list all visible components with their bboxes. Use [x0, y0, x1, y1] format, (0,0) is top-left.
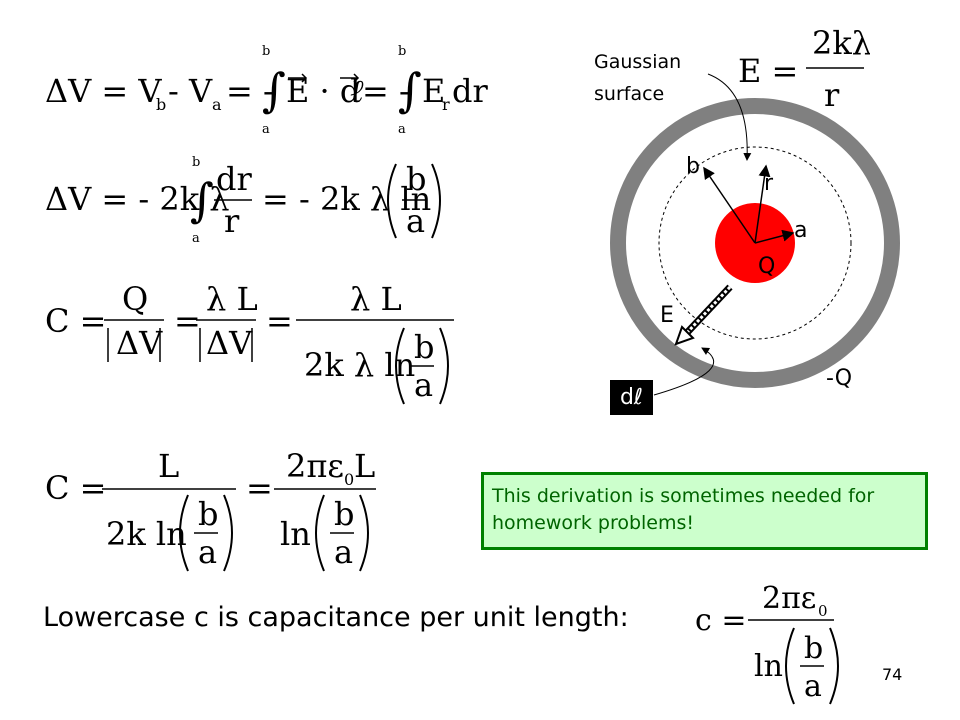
svg-text:r: r: [442, 95, 450, 114]
outer-shell: [610, 98, 900, 388]
svg-text:=: =: [174, 302, 201, 340]
label-e: E: [660, 303, 674, 328]
svg-text:2πε: 2πε: [286, 447, 344, 485]
svg-text:∫: ∫: [190, 173, 214, 227]
svg-text:∫: ∫: [262, 63, 286, 117]
svg-text:b: b: [414, 328, 434, 366]
svg-text:ln: ln: [280, 515, 311, 553]
svg-text:dr: dr: [452, 72, 488, 110]
field-equation: E = 2kλ r: [738, 24, 870, 114]
page-number: 74: [882, 665, 903, 684]
svg-text:a: a: [406, 202, 425, 240]
svg-text:ΔV: ΔV: [206, 324, 253, 362]
svg-text:∫: ∫: [398, 63, 422, 117]
label-r: r: [764, 171, 774, 196]
svg-text:a: a: [414, 366, 433, 404]
capacitance-equation-2: C = L 2k ln = 2πε 0 L ln b a b a: [45, 447, 376, 572]
svg-text:ΔV: ΔV: [116, 324, 163, 362]
svg-text:a: a: [398, 122, 406, 135]
svg-text:b: b: [406, 160, 426, 198]
svg-text:r: r: [224, 202, 240, 240]
svg-text:a: a: [804, 669, 822, 704]
svg-text:ΔV = - 2k λ: ΔV = - 2k λ: [45, 180, 230, 218]
label-b: b: [686, 154, 700, 179]
svg-text:ln: ln: [754, 649, 783, 684]
svg-text:L: L: [354, 447, 375, 485]
svg-text:a: a: [334, 533, 353, 571]
svg-text:b: b: [156, 95, 166, 114]
gaussian-surface: [658, 146, 852, 340]
svg-text:0: 0: [344, 470, 354, 489]
per-length-equation: c = 2πε 0 ln b a: [695, 581, 839, 705]
svg-text:L: L: [158, 447, 179, 485]
svg-text:- V: - V: [168, 72, 213, 110]
svg-text:b: b: [192, 155, 200, 170]
svg-text:b: b: [398, 44, 406, 59]
svg-text:a: a: [198, 533, 217, 571]
svg-text:2πε: 2πε: [762, 581, 816, 616]
svg-text:2k ln: 2k ln: [106, 515, 187, 553]
svg-text:b: b: [334, 495, 354, 533]
svg-text:= -: = -: [226, 72, 274, 110]
svg-text:E =: E =: [738, 52, 798, 90]
homework-note: This derivation is sometimes needed for …: [481, 472, 928, 550]
svg-text:= - 2k λ ln: = - 2k λ ln: [262, 180, 431, 218]
svg-text:b: b: [804, 631, 823, 666]
delta-v-integral-equation: ΔV = V b - V a = - ∫ b a E · d ℓ = - ∫ b…: [45, 44, 488, 135]
svg-text:C =: C =: [45, 469, 106, 507]
capacitance-equation-1: C = Q ΔV = λ L ΔV = λ L 2k λ ln b a: [45, 282, 454, 405]
svg-text:E: E: [422, 72, 445, 110]
label-neg-q: -Q: [826, 366, 852, 391]
svg-text:c =: c =: [695, 603, 746, 638]
bottom-text: Lowercase c is capacitance per unit leng…: [43, 602, 629, 633]
svg-text:2k λ ln: 2k λ ln: [304, 346, 415, 384]
svg-text:ΔV = V: ΔV = V: [45, 72, 162, 110]
svg-text:a: a: [192, 231, 200, 246]
svg-text:b: b: [198, 495, 218, 533]
svg-text:Q: Q: [122, 282, 148, 318]
svg-text:= -: = -: [362, 72, 410, 110]
label-q: Q: [758, 254, 775, 279]
label-a: a: [794, 218, 807, 243]
svg-text:b: b: [262, 44, 270, 59]
svg-text:dr: dr: [216, 160, 252, 198]
cylinder-diagram: Gaussian surface b r a Q E -Q: [594, 51, 900, 396]
svg-text:a: a: [262, 122, 270, 135]
svg-text:a: a: [212, 95, 222, 114]
svg-text:2kλ: 2kλ: [812, 24, 870, 62]
svg-text:r: r: [824, 76, 840, 114]
gaussian-label-1: Gaussian: [594, 51, 681, 73]
dl-label: dℓ: [610, 380, 653, 415]
svg-text:C =: C =: [45, 302, 106, 340]
svg-text:λ L: λ L: [350, 282, 402, 318]
delta-v-log-equation: ΔV = - 2k λ ∫ b a dr r = - 2k λ ln b a: [45, 155, 441, 246]
svg-text:=: =: [246, 469, 273, 507]
svg-text:λ L: λ L: [206, 282, 258, 318]
svg-text:0: 0: [818, 602, 828, 620]
gaussian-label-2: surface: [594, 83, 664, 105]
svg-text:=: =: [266, 302, 293, 340]
